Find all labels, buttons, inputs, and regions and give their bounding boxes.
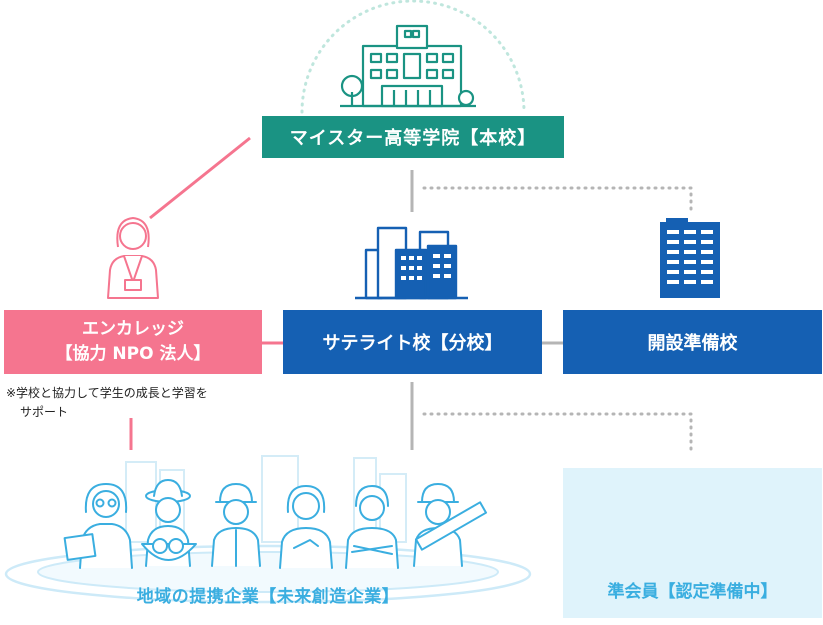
partner-name: エンカレッジ [82,319,184,339]
partner-note-line2: サポート [20,405,69,419]
office-tower-icon [660,218,720,298]
dotted-arc-decoration [300,0,526,114]
dotted-connector-satellite-to-associate [422,412,693,452]
staff-woman-icon [107,217,159,299]
preparing-box: 開設準備校 [563,310,822,374]
main-campus-label: マイスター高等学院【本校】 [289,128,537,149]
workers-group-icon [63,479,488,569]
partner-note: ※学校と協力して学生の成長と学習を サポート [6,384,276,422]
satellite-box: サテライト校【分校】 [283,310,542,374]
main-campus-box: マイスター高等学院【本校】 [262,116,564,158]
associate-label: 準会員【認定準備中】 [607,582,778,602]
preparing-label: 開設準備校 [647,333,738,354]
dotted-connector-main-to-preparing [422,186,693,212]
platform-ring-outer [4,544,532,604]
school-building-icon [340,24,476,108]
partner-box: エンカレッジ 【協力 NPO 法人】 [4,310,262,374]
partner-type: 【協力 NPO 法人】 [55,344,211,364]
city-buildings-icon [355,226,468,300]
partner-note-line1: ※学校と協力して学生の成長と学習を [6,386,208,400]
associate-box: 準会員【認定準備中】 [563,468,822,618]
corporate-label: 地域の提携企業【未来創造企業】 [136,587,400,607]
connector-main-to-partner [149,136,251,220]
satellite-label: サテライト校【分校】 [322,333,503,354]
